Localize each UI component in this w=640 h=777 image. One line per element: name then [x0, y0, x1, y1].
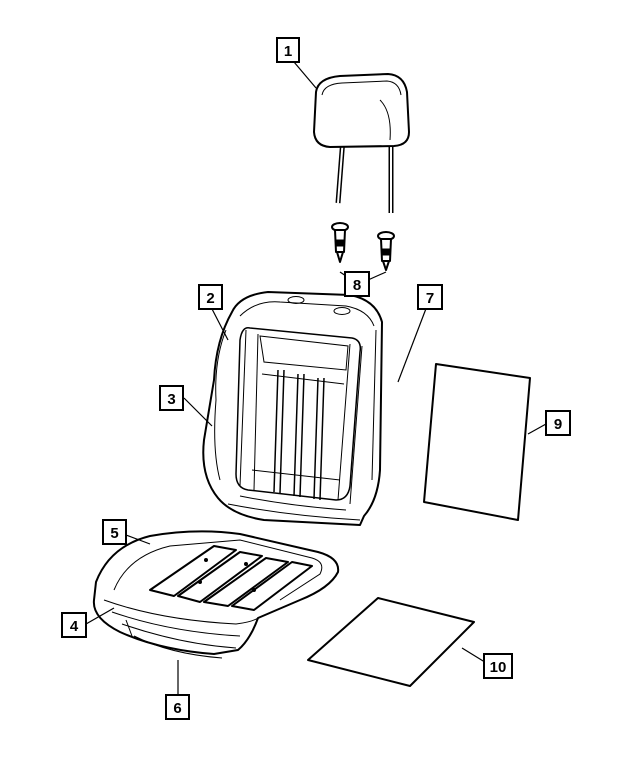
headrest [313, 73, 410, 213]
leader-2 [210, 306, 229, 341]
leader-5 [125, 534, 151, 545]
callout-9: 9 [545, 410, 571, 436]
callout-2-label: 2 [206, 290, 214, 307]
callout-6-label: 6 [173, 700, 181, 717]
callout-10: 10 [483, 653, 513, 679]
back-pad-sheet [423, 363, 531, 521]
headrest-guide-sleeves [331, 222, 395, 271]
callout-3: 3 [159, 385, 184, 411]
callout-10-label: 10 [490, 659, 507, 676]
leader-8b [367, 271, 387, 281]
callout-1-label: 1 [284, 43, 292, 60]
callout-8: 8 [344, 271, 370, 297]
leader-7 [397, 305, 428, 383]
callout-5: 5 [102, 519, 127, 545]
callout-9-label: 9 [554, 416, 562, 433]
callout-7: 7 [417, 284, 443, 310]
callout-4-label: 4 [70, 618, 79, 635]
leader-1 [293, 61, 317, 89]
leader-lines [85, 61, 547, 695]
seat-back [202, 291, 383, 526]
callout-3-label: 3 [167, 391, 175, 408]
callout-2: 2 [198, 284, 223, 310]
callout-4: 4 [61, 612, 87, 638]
cushion-pad-sheet [307, 597, 475, 687]
leader-4 [85, 607, 115, 625]
guide-sleeve-right [377, 231, 395, 271]
callout-1: 1 [276, 37, 300, 63]
callout-8-label: 8 [353, 277, 361, 294]
leader-3 [183, 397, 213, 427]
guide-sleeve-left [331, 222, 349, 263]
callout-7-label: 7 [426, 290, 434, 307]
seat-cushion [92, 530, 340, 659]
leader-9 [527, 423, 547, 435]
callout-6: 6 [165, 694, 190, 720]
callout-5-label: 5 [110, 525, 118, 542]
